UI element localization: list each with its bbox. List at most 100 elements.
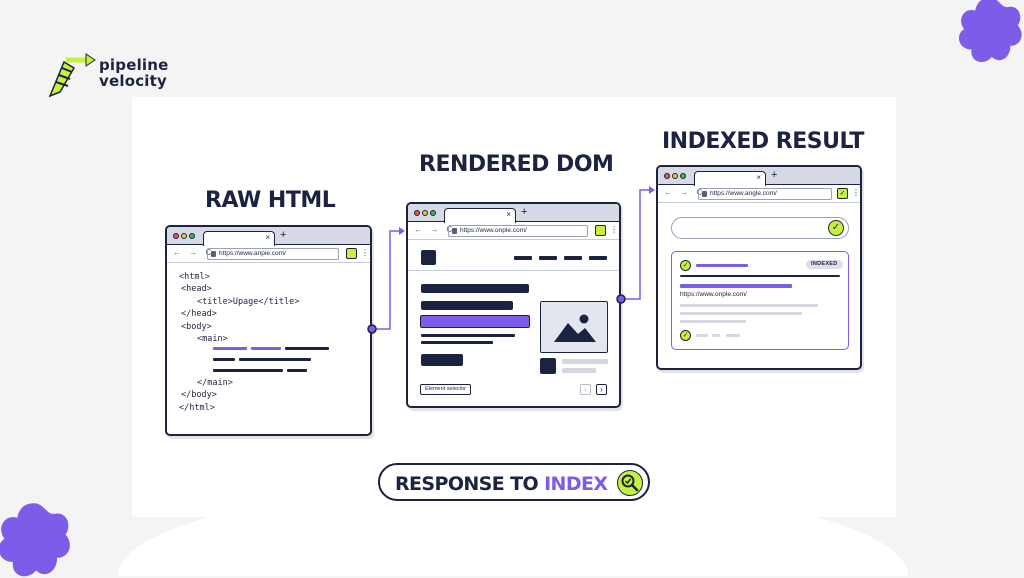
maximize-window-dot[interactable] bbox=[189, 233, 195, 239]
address-field[interactable]: https://www.angle.com/ bbox=[698, 188, 832, 200]
code-placeholder-bar bbox=[213, 369, 283, 372]
button-block[interactable] bbox=[421, 354, 463, 366]
address-text: https://www.onple.com/ bbox=[460, 227, 527, 234]
brand-wordmark: pipeline velocity bbox=[99, 57, 169, 89]
nav-link[interactable] bbox=[564, 256, 582, 260]
site-logo-block bbox=[421, 250, 436, 265]
indexed-result-title: INDEXED RESULT bbox=[662, 129, 864, 154]
code-line: </head> bbox=[181, 309, 217, 320]
next-page-icon[interactable]: › bbox=[596, 384, 607, 395]
brand-line-2: velocity bbox=[99, 72, 167, 90]
code-line: <head> bbox=[181, 284, 212, 295]
menu-icon[interactable]: ⋮ bbox=[610, 225, 618, 234]
url-bar: ← → C https://www.anpie.com/ ⋮ bbox=[167, 245, 370, 263]
nav-link[interactable] bbox=[539, 256, 557, 260]
minimize-window-dot[interactable] bbox=[672, 173, 678, 179]
header-divider bbox=[408, 270, 619, 271]
new-tab-icon[interactable]: + bbox=[771, 169, 778, 181]
code-placeholder-bar bbox=[285, 347, 329, 350]
element-selector-button[interactable]: Element selector bbox=[420, 384, 471, 395]
search-icon bbox=[617, 470, 643, 496]
close-tab-icon[interactable]: × bbox=[265, 233, 270, 242]
check-icon: ✓ bbox=[828, 220, 844, 236]
text-line bbox=[562, 359, 608, 364]
snippet-line bbox=[680, 320, 746, 323]
highlighted-element[interactable] bbox=[420, 315, 530, 328]
close-window-dot[interactable] bbox=[173, 233, 179, 239]
indexed-result-browser: × + ← → C https://www.angle.com/ ✓ ⋮ ✓ ✓… bbox=[656, 165, 862, 370]
url-bar: ← → C https://www.onple.com/ ⋮ bbox=[408, 222, 619, 240]
meta-bar bbox=[696, 334, 708, 337]
meta-bar bbox=[712, 334, 720, 337]
text-line bbox=[421, 334, 515, 337]
code-line: </main> bbox=[197, 378, 233, 388]
tab-bar: × + bbox=[167, 227, 370, 246]
heading-block bbox=[421, 284, 529, 293]
pill-prefix: RESPONSE TO bbox=[395, 473, 545, 495]
text-line bbox=[421, 341, 493, 344]
extension-icon[interactable] bbox=[346, 248, 357, 259]
snippet-line bbox=[680, 312, 802, 315]
rendered-dom-title: RENDERED DOM bbox=[419, 152, 614, 177]
maximize-window-dot[interactable] bbox=[430, 210, 436, 216]
search-input[interactable]: ✓ bbox=[671, 217, 849, 239]
code-placeholder-bar bbox=[251, 347, 281, 350]
pipeline-velocity-logo-icon bbox=[48, 53, 96, 98]
prev-page-icon[interactable]: ‹ bbox=[580, 384, 591, 395]
minimize-window-dot[interactable] bbox=[422, 210, 428, 216]
raw-html-title: RAW HTML bbox=[205, 188, 336, 213]
snippet-line bbox=[680, 304, 818, 307]
code-placeholder-bar bbox=[239, 358, 311, 361]
pill-label: RESPONSE TO INDEX bbox=[395, 473, 608, 495]
extension-icon[interactable] bbox=[595, 225, 606, 236]
nav-controls-icon[interactable]: ← → C bbox=[173, 248, 215, 257]
nav-link[interactable] bbox=[589, 256, 607, 260]
text-line bbox=[562, 368, 596, 373]
close-tab-icon[interactable]: × bbox=[756, 173, 761, 182]
nav-controls-icon[interactable]: ← → C bbox=[664, 188, 706, 197]
browser-tab[interactable]: × bbox=[444, 208, 516, 223]
image-placeholder bbox=[540, 301, 608, 353]
close-window-dot[interactable] bbox=[414, 210, 420, 216]
address-field[interactable]: https://www.anpie.com/ bbox=[207, 248, 339, 260]
code-line: <body> bbox=[181, 321, 212, 332]
lock-icon bbox=[211, 251, 216, 257]
menu-icon[interactable]: ⋮ bbox=[852, 188, 860, 197]
code-placeholder-bar bbox=[213, 347, 247, 350]
decorative-blob-icon bbox=[958, 0, 1022, 63]
nav-link[interactable] bbox=[514, 256, 532, 260]
code-line: </html> bbox=[179, 402, 215, 413]
search-result-card[interactable]: ✓ INDEXED https://www.onple.com/ ✓ bbox=[671, 251, 849, 350]
lock-icon bbox=[452, 228, 457, 234]
nav-controls-icon[interactable]: ← → C bbox=[414, 225, 456, 234]
close-tab-icon[interactable]: × bbox=[506, 210, 511, 219]
rendered-dom-browser: × + ← → C https://www.onple.com/ ⋮ Eleme… bbox=[406, 202, 621, 408]
address-text: https://www.angle.com/ bbox=[710, 190, 777, 197]
close-window-dot[interactable] bbox=[664, 173, 670, 179]
result-link-bar[interactable] bbox=[680, 284, 792, 288]
menu-icon[interactable]: ⋮ bbox=[361, 248, 369, 257]
thumbnail-block bbox=[540, 358, 556, 374]
result-title-bar bbox=[696, 264, 748, 267]
browser-tab[interactable]: × bbox=[694, 171, 766, 186]
lock-icon bbox=[702, 191, 707, 197]
meta-bar bbox=[726, 334, 740, 337]
maximize-window-dot[interactable] bbox=[680, 173, 686, 179]
brand-line-1: pipeline bbox=[99, 56, 169, 74]
raw-html-browser: × + ← → C https://www.anpie.com/ ⋮ <html… bbox=[165, 225, 372, 436]
code-line: </body> bbox=[181, 390, 217, 401]
check-extension-icon[interactable]: ✓ bbox=[837, 188, 848, 199]
response-to-index-pill: RESPONSE TO INDEX bbox=[378, 463, 650, 501]
code-placeholder-bar bbox=[213, 358, 235, 361]
new-tab-icon[interactable]: + bbox=[521, 206, 528, 218]
browser-tab[interactable]: × bbox=[203, 231, 275, 246]
result-url[interactable]: https://www.onple.com/ bbox=[680, 291, 747, 298]
image-icon bbox=[554, 314, 596, 342]
indexed-badge: INDEXED bbox=[806, 260, 843, 269]
address-field[interactable]: https://www.onple.com/ bbox=[448, 225, 588, 237]
minimize-window-dot[interactable] bbox=[181, 233, 187, 239]
pill-accent: INDEX bbox=[544, 473, 608, 495]
new-tab-icon[interactable]: + bbox=[280, 229, 287, 241]
check-icon: ✓ bbox=[680, 260, 691, 271]
tab-bar: × + bbox=[408, 204, 619, 223]
